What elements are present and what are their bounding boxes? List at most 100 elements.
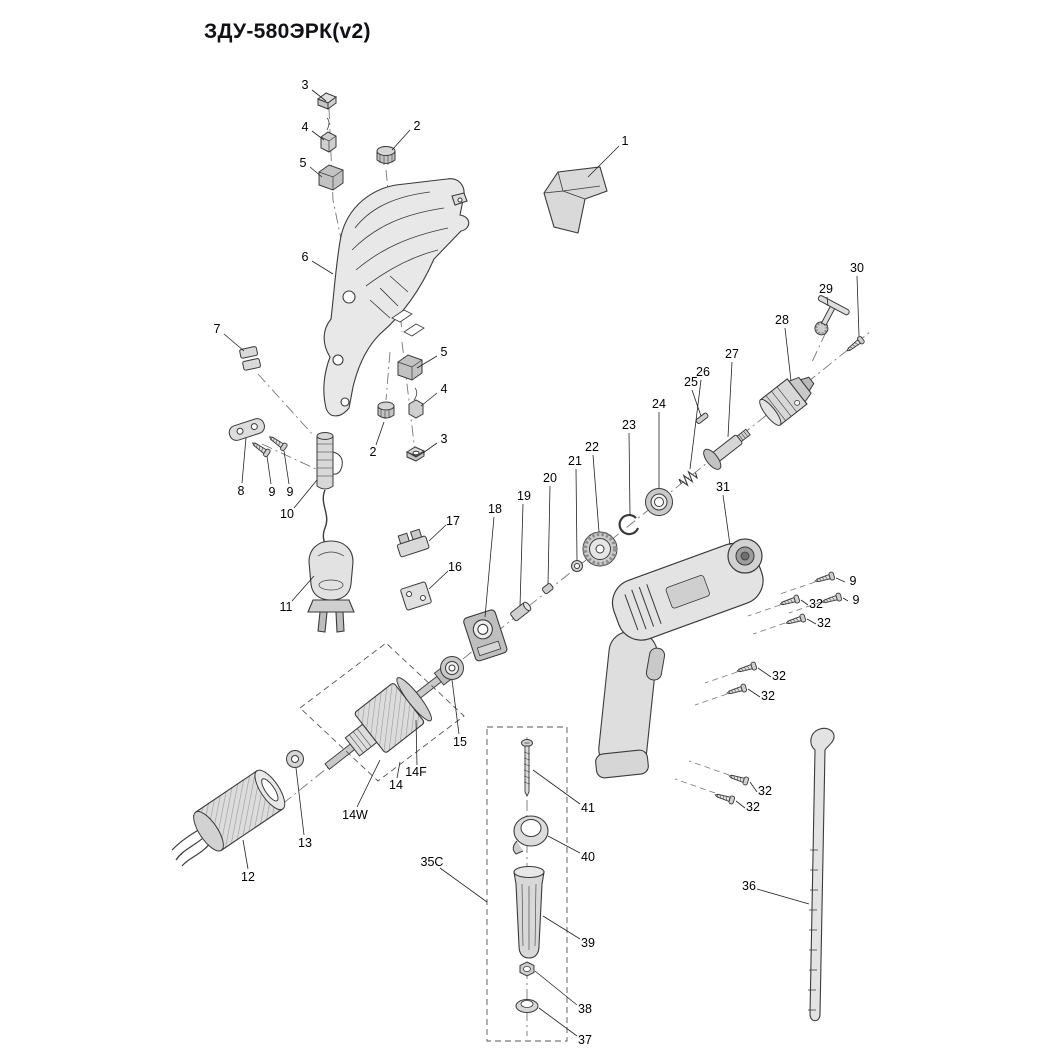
- part-3-terminal-nut-mid: [405, 446, 426, 462]
- part-13-washer: [286, 750, 304, 768]
- part-21-washer: [571, 560, 583, 572]
- part-label-39-50: 39: [581, 935, 595, 950]
- part-label-31-22: 31: [716, 479, 730, 494]
- part-label-25-13: 25: [684, 374, 698, 389]
- part-label-21-20: 21: [568, 453, 582, 468]
- part-label-9-31: 9: [849, 573, 857, 588]
- part-label-41-43: 41: [581, 800, 595, 815]
- part-26-spring: [678, 470, 698, 487]
- part-label-28-8: 28: [775, 312, 789, 327]
- part-label-3-0: 3: [301, 77, 309, 92]
- part-31-drill-assembly: [595, 538, 764, 779]
- part-label-5-3: 5: [299, 155, 307, 170]
- screw-alignment-dashes: [674, 581, 822, 794]
- part-2-brush-cap-knurled-mid: [377, 401, 395, 419]
- part-5-brush-holder-top: [318, 164, 344, 191]
- part-label-15-38: 15: [453, 734, 467, 749]
- diagram-title: ЗДУ-580ЭРК(v2): [204, 20, 371, 43]
- part-label-37-52: 37: [578, 1032, 592, 1047]
- part-label-19-26: 19: [517, 488, 531, 503]
- drill-nameplate: [665, 575, 710, 609]
- part-label-20-21: 20: [543, 470, 557, 485]
- armature-group-box: [299, 642, 465, 782]
- part-label-9-32: 9: [852, 592, 860, 607]
- part-label-14W-44: 14W: [342, 807, 368, 822]
- part-4-carbon-brush-mid: [408, 387, 424, 419]
- part-label-24-15: 24: [652, 396, 666, 411]
- part-label-32-37: 32: [761, 688, 775, 703]
- part-24-bearing: [645, 488, 673, 516]
- part-label-2-2: 2: [413, 118, 421, 133]
- part-label-32-42: 32: [746, 799, 760, 814]
- part-label-1-4: 1: [621, 133, 629, 148]
- part-5-brush-holder-mid: [397, 354, 423, 381]
- part-40-handle-clamp: [512, 815, 549, 855]
- part-39-handle-grip: [513, 865, 545, 959]
- part-6-motor-housing: [323, 178, 470, 417]
- part-label-13-45: 13: [298, 835, 312, 850]
- part-label-32-36: 32: [772, 668, 786, 683]
- part-29-chuck-key: [814, 295, 850, 336]
- part-27-spindle: [703, 428, 751, 470]
- part-label-30-6: 30: [850, 260, 864, 275]
- part-23-circlip: [618, 513, 640, 536]
- part-label-5-11: 5: [440, 344, 448, 359]
- part-label-16-30: 16: [448, 559, 462, 574]
- part-16-brush-plate: [400, 581, 432, 611]
- part-41-handle-bolt: [521, 739, 533, 798]
- part-label-9-25: 9: [286, 484, 294, 499]
- part-label-9-24: 9: [268, 484, 276, 499]
- part-22-gear: [582, 531, 618, 567]
- part-label-17-29: 17: [446, 513, 460, 528]
- part-label-32-41: 32: [758, 783, 772, 798]
- part-label-14-40: 14: [389, 777, 403, 792]
- part-label-4-1: 4: [301, 119, 309, 134]
- part-17-switch-block: [396, 528, 430, 558]
- part-1-switch-cover: [543, 166, 608, 234]
- part-label-18-27: 18: [488, 501, 502, 516]
- part-label-12-48: 12: [241, 869, 255, 884]
- part-25-key: [695, 412, 709, 424]
- part-label-3-17: 3: [440, 431, 448, 446]
- part-label-10-28: 10: [280, 506, 294, 521]
- part-label-2-19: 2: [369, 444, 377, 459]
- part-label-14F-39: 14F: [405, 764, 427, 779]
- part-28-chuck: [759, 376, 815, 426]
- part-19-sleeve: [510, 601, 532, 622]
- part-label-7-9: 7: [213, 321, 221, 336]
- part-11-power-plug: [307, 540, 355, 633]
- part-36-depth-rod: [808, 727, 835, 1022]
- part-7-cable-clamp: [239, 346, 261, 371]
- side-handle-group-box: [486, 726, 568, 1042]
- part-38-handle-nut: [519, 961, 535, 977]
- part-label-11-35: 11: [279, 599, 293, 614]
- drill-trigger: [645, 647, 666, 681]
- part-label-22-18: 22: [585, 439, 599, 454]
- part-label-29-7: 29: [819, 281, 833, 296]
- part-label-23-16: 23: [622, 417, 636, 432]
- part-3-brush-cap-top: [316, 92, 338, 110]
- part-14-armature: [324, 667, 452, 770]
- part-4-carbon-brush-top: [320, 117, 337, 153]
- leader-lines: [223, 89, 860, 1037]
- part-label-38-51: 38: [578, 1001, 592, 1016]
- part-2-brush-cap-knurled-top: [376, 146, 396, 165]
- part-8-cord-guard-plate: [228, 418, 265, 441]
- part-label-32-33: 32: [809, 596, 823, 611]
- part-label-40-46: 40: [581, 849, 595, 864]
- part-20-pin: [541, 583, 554, 595]
- part-label-4-14: 4: [440, 381, 448, 396]
- part-label-36-49: 36: [742, 878, 756, 893]
- part-label-6-5: 6: [301, 249, 309, 264]
- part-10-cord-grommet: [316, 432, 343, 490]
- part-18-bearing-bracket: [463, 609, 508, 662]
- part-label-27-10: 27: [725, 346, 739, 361]
- part-label-35C-47: 35C: [420, 854, 444, 869]
- part-37-handle-washer: [515, 999, 539, 1013]
- part-15-bearing: [440, 656, 464, 680]
- part-label-32-34: 32: [817, 615, 831, 630]
- part-label-26-12: 26: [696, 364, 710, 379]
